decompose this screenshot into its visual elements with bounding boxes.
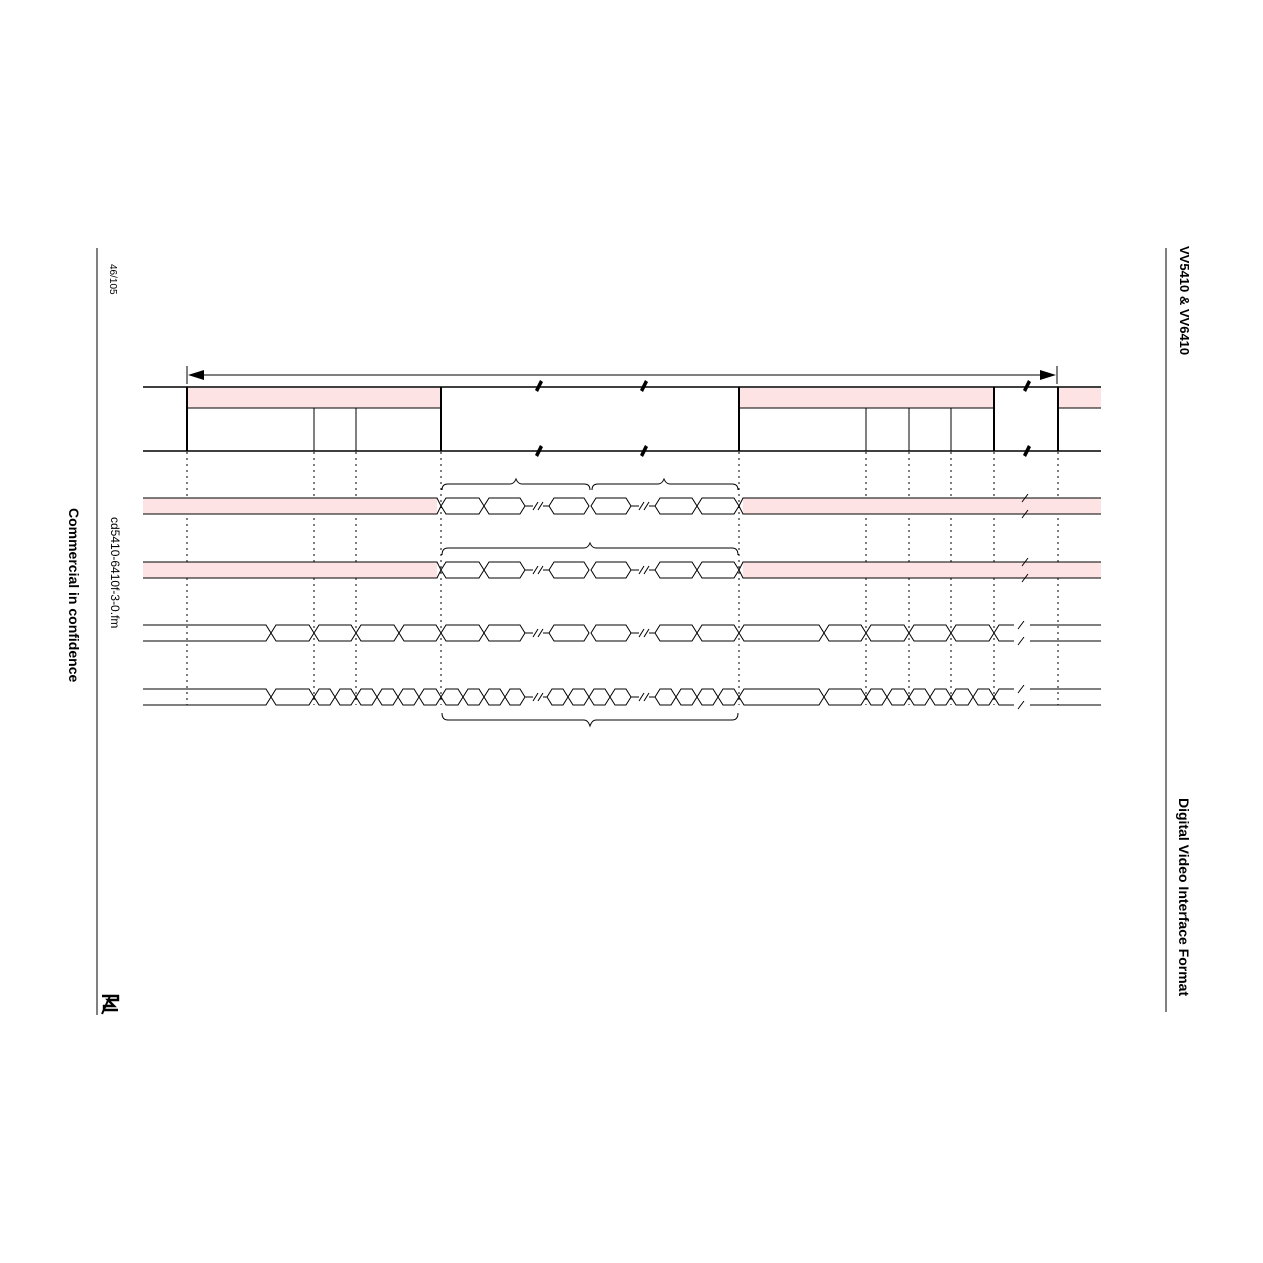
data-group-braces	[441, 477, 739, 728]
signal-row-4	[143, 684, 1101, 710]
signal-row-2	[143, 557, 1101, 583]
frame-structure-row	[143, 380, 1101, 457]
signal-row-1	[143, 493, 1101, 519]
period-dimension-arrow	[186, 366, 1058, 384]
st-logo-icon	[101, 994, 120, 1015]
signal-row-3	[143, 620, 1101, 646]
